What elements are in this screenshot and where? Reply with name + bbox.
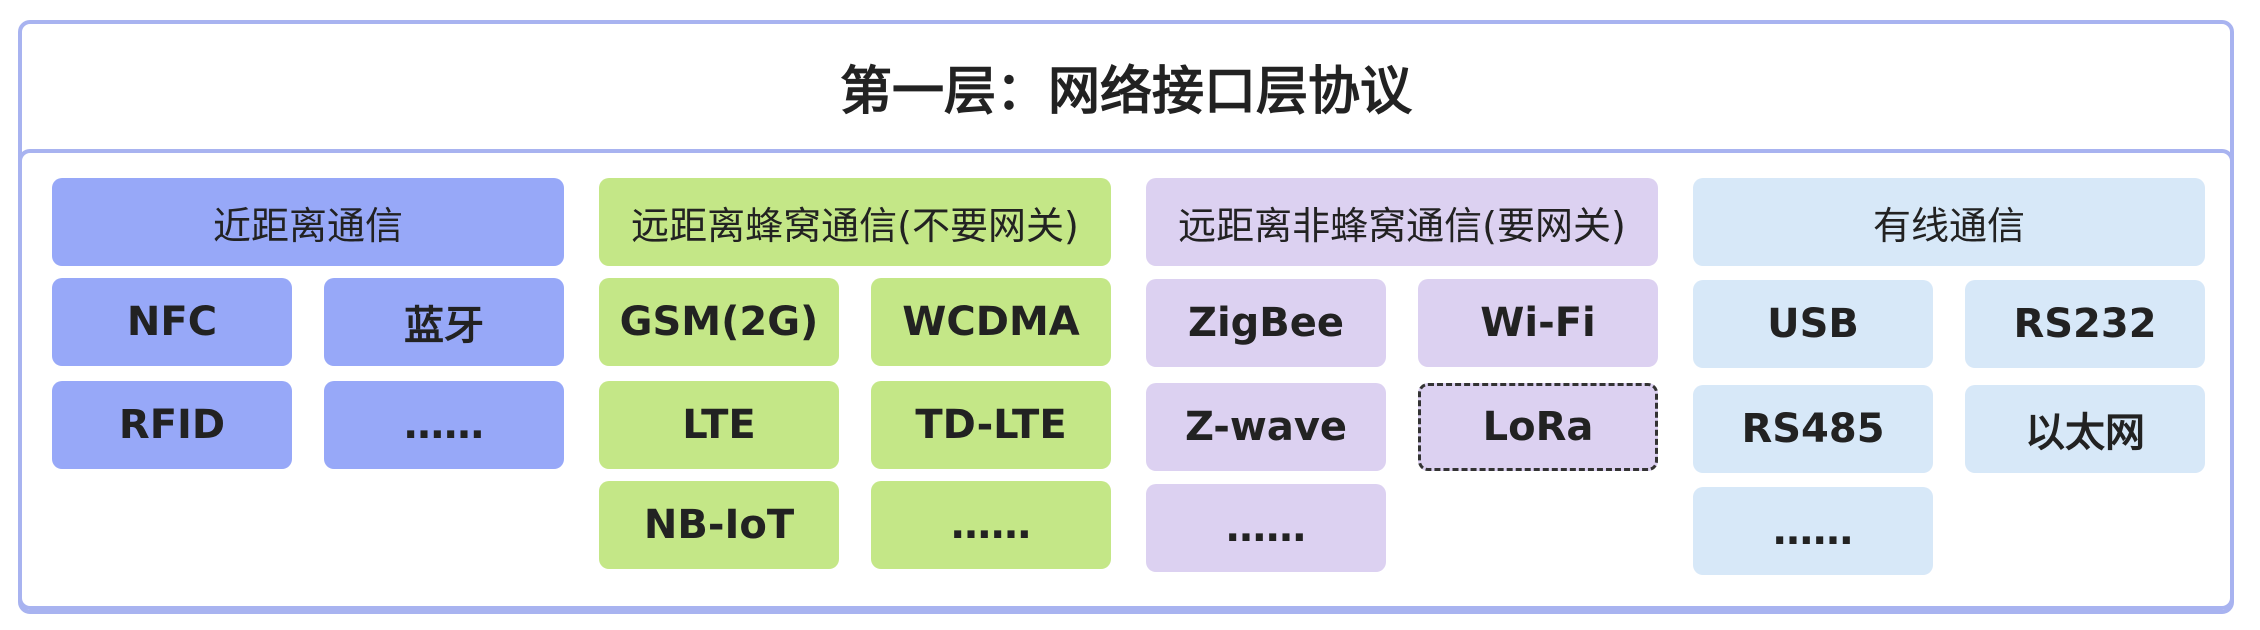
diagram-title: 第一层：网络接口层协议 [839, 62, 1412, 122]
protocol-box-lte: LTE [599, 381, 839, 469]
protocol-box-more-short-range: …… [324, 381, 564, 469]
protocol-box-lora: LoRa [1418, 383, 1658, 471]
column-header-cellular: 远距离蜂窝通信(不要网关) [599, 178, 1111, 266]
protocol-panel: 近距离通信 NFC 蓝牙 RFID …… 远距离蜂窝通信(不要网关) GSM(2… [18, 149, 2234, 614]
protocol-box-more-non-cellular: …… [1146, 484, 1386, 572]
protocol-box-usb: USB [1693, 280, 1933, 368]
column-header-wired: 有线通信 [1693, 178, 2205, 266]
column-header-non-cellular: 远距离非蜂窝通信(要网关) [1146, 178, 1658, 266]
protocol-box-rs485: RS485 [1693, 385, 1933, 473]
protocol-box-gsm: GSM(2G) [599, 278, 839, 366]
protocol-box-wifi: Wi-Fi [1418, 279, 1658, 367]
diagram-frame: 第一层：网络接口层协议 近距离通信 NFC 蓝牙 RFID …… 远距离蜂窝通信… [18, 20, 2234, 614]
protocol-box-td-lte: TD-LTE [871, 381, 1111, 469]
column-header-short-range: 近距离通信 [52, 178, 564, 266]
protocol-box-zigbee: ZigBee [1146, 279, 1386, 367]
protocol-box-ethernet: 以太网 [1965, 385, 2205, 473]
protocol-box-rs232: RS232 [1965, 280, 2205, 368]
protocol-box-nb-iot: NB-IoT [599, 481, 839, 569]
protocol-box-nfc: NFC [52, 278, 292, 366]
protocol-box-wcdma: WCDMA [871, 278, 1111, 366]
protocol-box-rfid: RFID [52, 381, 292, 469]
protocol-box-more-cellular: …… [871, 481, 1111, 569]
protocol-box-more-wired: …… [1693, 487, 1933, 575]
protocol-box-z-wave: Z-wave [1146, 383, 1386, 471]
protocol-box-bluetooth: 蓝牙 [324, 278, 564, 366]
